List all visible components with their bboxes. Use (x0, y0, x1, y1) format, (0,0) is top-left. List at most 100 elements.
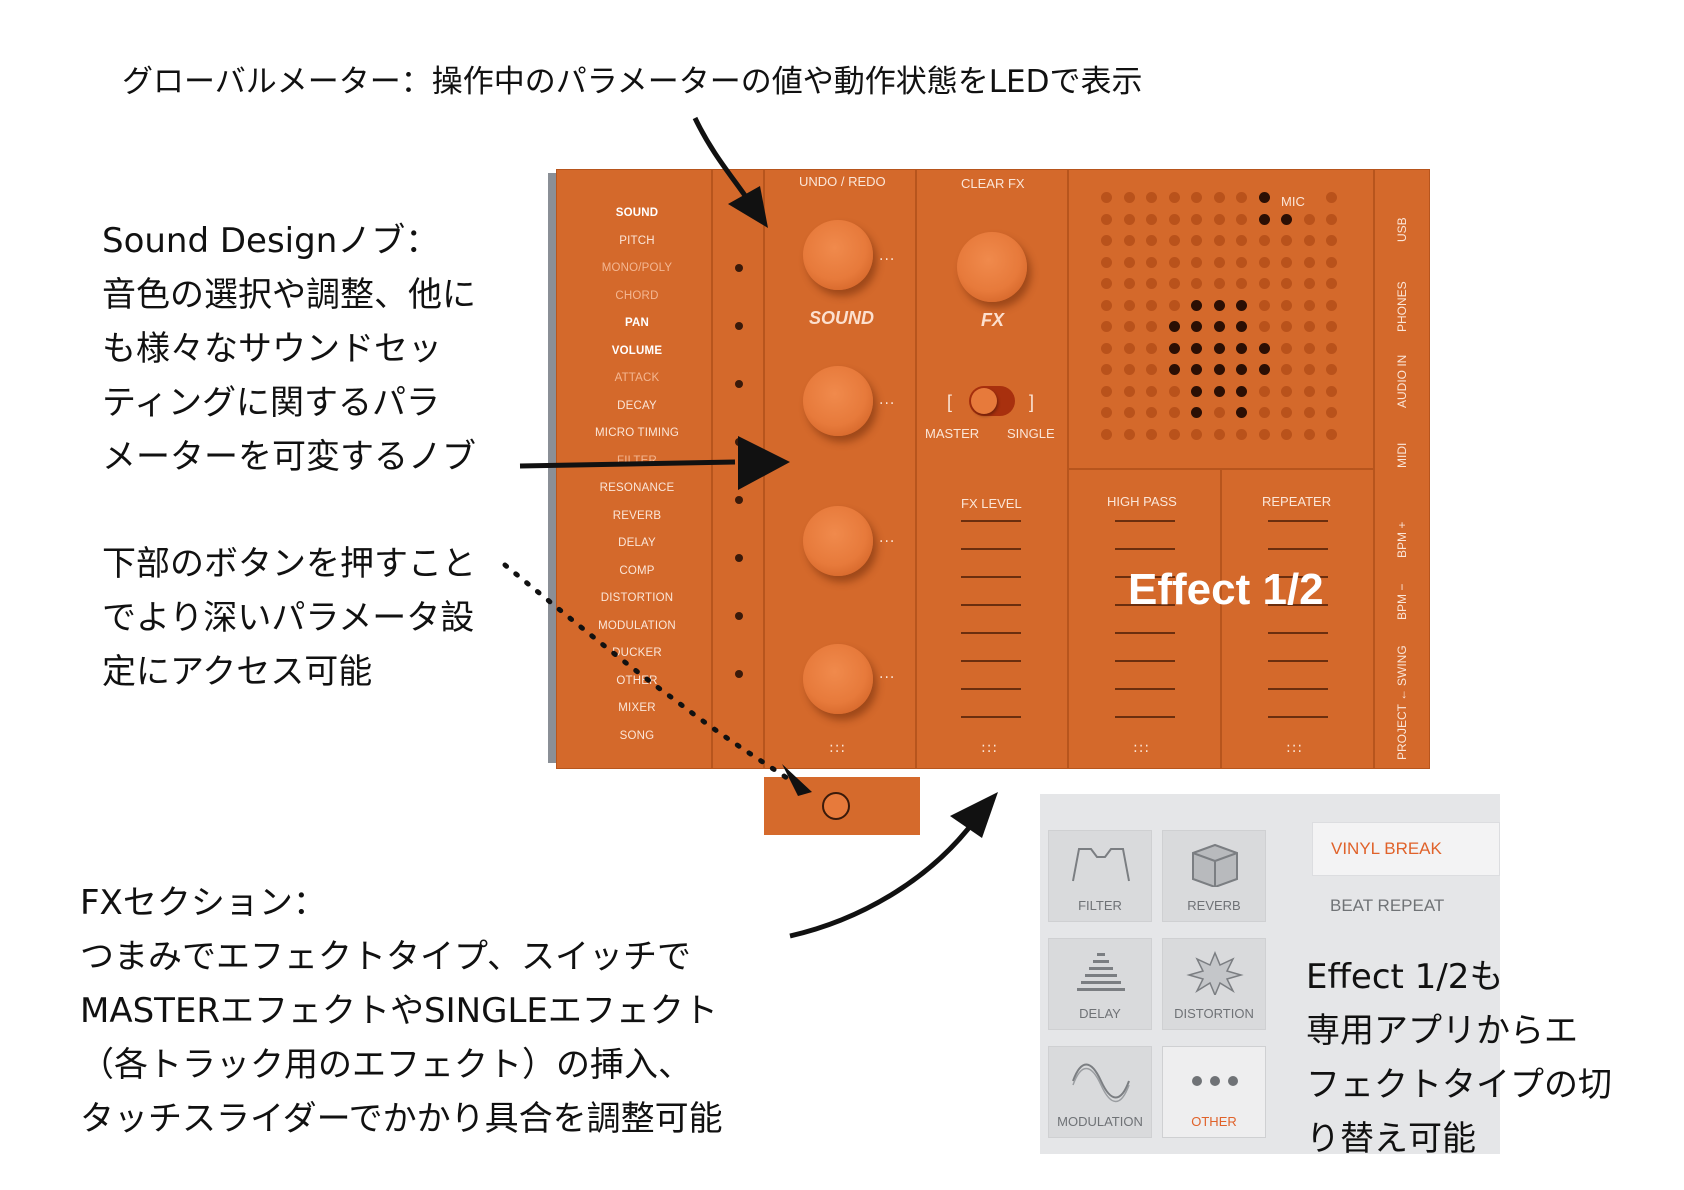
meter-led (1236, 192, 1247, 203)
meter-led (1146, 364, 1157, 375)
repeater-slider[interactable] (1268, 520, 1328, 740)
meter-led (1191, 235, 1202, 246)
arrow-head (950, 792, 998, 838)
option-label: BEAT REPEAT (1330, 896, 1445, 915)
sound-knob-1[interactable] (803, 220, 873, 290)
distortion-star-icon (1186, 951, 1244, 995)
slider-segment (1268, 660, 1328, 662)
menu-item: ATTACK (614, 372, 660, 384)
meter-led (1146, 407, 1157, 418)
fx-option-beat-repeat[interactable]: BEAT REPEAT (1312, 882, 1500, 932)
sound-knob-2[interactable] (803, 366, 873, 436)
meter-led (1168, 256, 1180, 268)
effect-overlay-label: Effect 1/2 (1128, 565, 1324, 614)
fx-option-vinyl-break[interactable]: VINYL BREAK (1312, 822, 1500, 876)
meter-led (1213, 342, 1225, 354)
meter-led (1326, 278, 1337, 289)
fx-tile-label: FILTER (1078, 898, 1122, 913)
slider-segment (961, 548, 1021, 550)
meter-led (1146, 342, 1157, 354)
meter-led (1191, 278, 1202, 289)
meter-led (1101, 256, 1112, 268)
fx-tile-filter[interactable]: FILTER (1048, 830, 1152, 922)
meter-led (1303, 407, 1315, 418)
meter-led (1101, 299, 1112, 311)
menu-item: MODULATION (598, 619, 676, 632)
annotation-line: Sound Designノブ： (102, 221, 440, 261)
meter-led (1168, 407, 1180, 418)
meter-led (1281, 256, 1292, 268)
sound-knob-3[interactable] (803, 506, 873, 576)
menu-item: VOLUME (611, 344, 663, 357)
fx-knob[interactable] (957, 232, 1027, 302)
meter-led (1281, 407, 1292, 418)
meter-led (1213, 256, 1225, 268)
sound-knob-4[interactable] (803, 644, 873, 714)
annotation-line: ティングに関するパラ (102, 383, 440, 423)
meter-led (1191, 192, 1202, 203)
annotation-fx-section: FXセクション： つまみでエフェクトタイプ、スイッチで MASTERエフェクトや… (80, 876, 723, 1146)
menu-item: PAN (624, 317, 650, 329)
meter-led (1236, 321, 1247, 332)
filter-icon (1072, 848, 1130, 882)
meter-led (1101, 213, 1112, 225)
meter-led (1258, 321, 1270, 332)
fx-level-slider[interactable] (961, 520, 1021, 740)
annotation-line: 定にアクセス可能 (102, 652, 373, 692)
fx-tile-modulation[interactable]: MODULATION (1048, 1046, 1152, 1138)
meter-led (1281, 213, 1292, 225)
high-pass-slider[interactable] (1115, 520, 1175, 740)
meter-led (1123, 256, 1135, 268)
arrow-line (789, 818, 977, 939)
annotation-line: メーターを可変するノブ (102, 437, 476, 477)
menu-button[interactable] (822, 792, 850, 820)
slider-segment (961, 576, 1021, 578)
knob-more-indicator: ··· (879, 534, 896, 550)
meter-led (1258, 342, 1270, 354)
meter-led (1213, 192, 1225, 203)
meter-led (1123, 321, 1135, 332)
meter-led (1168, 278, 1180, 289)
annotation-line: り替え可能 (1306, 1119, 1476, 1159)
meter-led (1101, 428, 1112, 440)
meter-led (1101, 364, 1112, 375)
fx-tile-reverb[interactable]: REVERB (1162, 830, 1266, 922)
meter-led (1101, 235, 1112, 246)
menu-item: MIXER (618, 702, 656, 714)
fx-tile-delay[interactable]: DELAY (1048, 938, 1152, 1030)
meter-led (1258, 256, 1270, 268)
meter-led (1303, 299, 1315, 311)
meter-led (1191, 342, 1202, 354)
led-indicator (735, 496, 743, 504)
sound-knob-label: SOUND (809, 308, 875, 328)
meter-led (1213, 407, 1225, 418)
meter-led (1101, 278, 1112, 289)
meter-led (1326, 342, 1337, 354)
fx-tile-other[interactable]: OTHER (1162, 1046, 1266, 1138)
fx-tile-distortion[interactable]: DISTORTION (1162, 938, 1266, 1030)
meter-led (1281, 299, 1292, 311)
meter-led (1146, 299, 1157, 311)
meter-led (1303, 364, 1315, 375)
repeater-label: REPEATER (1262, 494, 1332, 509)
meter-led (1236, 256, 1247, 268)
meter-led (1326, 428, 1337, 440)
meter-led (1258, 235, 1270, 246)
meter-led (1168, 342, 1180, 354)
meter-led (1258, 213, 1270, 225)
master-single-switch[interactable] (969, 386, 1015, 416)
meter-led (1326, 213, 1337, 225)
fx-tile-label: OTHER (1191, 1114, 1237, 1129)
meter-led (1168, 364, 1180, 375)
menu-item: COMP (619, 564, 655, 577)
slider-segment (961, 520, 1021, 522)
meter-led (1258, 192, 1270, 203)
meter-led (1213, 428, 1225, 440)
column-grip: ::: (981, 740, 999, 756)
switch-thumb (971, 388, 997, 414)
menu-item: PITCH (619, 234, 655, 247)
fx-tile-label: DISTORTION (1174, 1006, 1254, 1021)
